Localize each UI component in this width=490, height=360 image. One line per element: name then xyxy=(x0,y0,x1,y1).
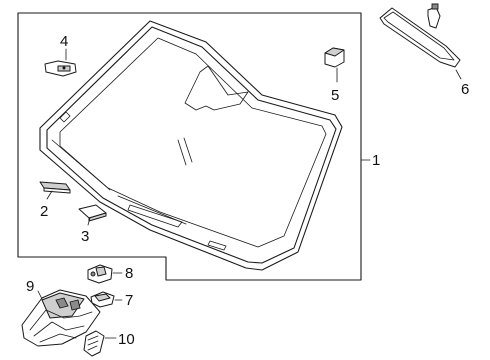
sensor-cover xyxy=(44,60,77,77)
callout-6: 6 xyxy=(461,81,469,98)
molding-strip xyxy=(39,181,71,194)
lamp-socket xyxy=(87,264,113,284)
callout-5: 5 xyxy=(331,87,339,104)
windshield-glass xyxy=(39,20,343,271)
callout-4: 4 xyxy=(60,33,68,50)
callout-9: 9 xyxy=(26,278,34,295)
leader-6 xyxy=(455,69,462,80)
leader-3 xyxy=(87,217,91,226)
assembly-frame xyxy=(17,12,362,281)
callout-2: 2 xyxy=(40,203,48,220)
sensor-block xyxy=(324,47,345,68)
leader-9 xyxy=(37,290,43,300)
console-lens xyxy=(83,330,105,357)
overhead-console xyxy=(21,289,101,347)
callout-3: 3 xyxy=(81,228,89,245)
rearview-mirror xyxy=(379,3,461,68)
callout-1: 1 xyxy=(372,152,380,169)
callout-8: 8 xyxy=(125,265,133,282)
switch-clip xyxy=(90,291,115,308)
leader-2 xyxy=(46,190,53,200)
callout-7: 7 xyxy=(125,292,133,309)
callout-10: 10 xyxy=(118,331,135,348)
bracket-clip xyxy=(78,204,107,222)
